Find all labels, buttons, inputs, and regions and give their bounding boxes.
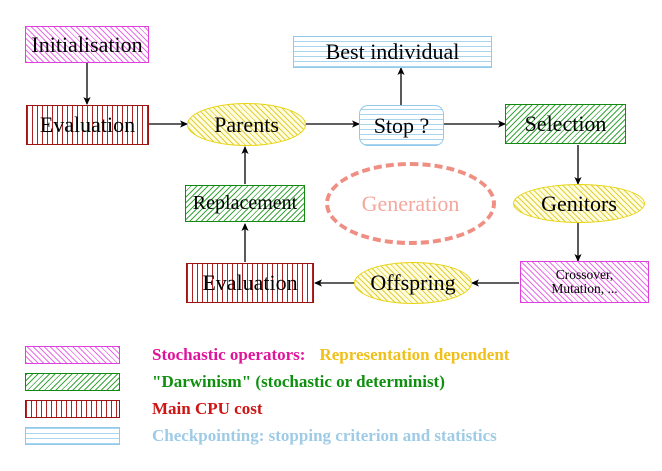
node-evaluation-top-label: Evaluation — [39, 112, 136, 138]
node-parents[interactable]: Parents — [187, 103, 306, 146]
node-stop[interactable]: Stop ? — [359, 105, 444, 146]
node-genitors[interactable]: Genitors — [513, 184, 645, 223]
legend-label-stochastic-operators: Stochastic operators: — [152, 345, 306, 364]
legend-swatch-red-vertical-lines-icon — [25, 400, 120, 418]
legend-row-stochastic-operators: Stochastic operators: Representation dep… — [25, 345, 509, 365]
node-offspring-label: Offspring — [370, 270, 456, 296]
node-crossover-mutation[interactable]: Crossover, Mutation, ... — [520, 261, 649, 303]
node-generation-group: Generation — [325, 162, 496, 245]
node-selection-label: Selection — [524, 111, 607, 137]
node-evaluation-bottom-label: Evaluation — [202, 270, 298, 296]
node-replacement[interactable]: Replacement — [185, 185, 305, 222]
node-initialisation[interactable]: Initialisation — [25, 26, 149, 63]
legend-label-checkpointing: Checkpointing: stopping criterion and st… — [152, 426, 497, 445]
node-generation-label: Generation — [361, 190, 460, 216]
node-crossover-line2: Mutation, ... — [551, 281, 618, 296]
legend-label-darwinism: "Darwinism" (stochastic or determinist) — [152, 372, 445, 391]
legend-swatch-blue-horizontal-lines-icon — [25, 427, 120, 445]
node-replacement-label: Replacement — [192, 192, 298, 214]
legend-label-representation-dependent: Representation dependent — [319, 345, 510, 364]
node-parents-label: Parents — [214, 111, 279, 137]
legend-swatch-magenta-diagonal-hatch-icon — [25, 346, 120, 364]
legend-row-main-cpu-cost: Main CPU cost — [25, 399, 262, 419]
legend-row-checkpointing: Checkpointing: stopping criterion and st… — [25, 426, 497, 446]
node-crossover-line1: Crossover, — [555, 266, 614, 282]
node-evaluation-top[interactable]: Evaluation — [26, 105, 149, 145]
node-selection[interactable]: Selection — [505, 104, 626, 144]
node-best-individual[interactable]: Best individual — [293, 36, 492, 68]
node-genitors-label: Genitors — [541, 190, 617, 216]
node-evaluation-bottom[interactable]: Evaluation — [186, 263, 314, 303]
legend-row-darwinism: "Darwinism" (stochastic or determinist) — [25, 372, 445, 392]
legend-swatch-green-diagonal-hatch-icon — [25, 373, 120, 391]
legend-label-main-cpu-cost: Main CPU cost — [152, 399, 263, 418]
node-initialisation-label: Initialisation — [31, 31, 143, 57]
node-best-individual-label: Best individual — [325, 39, 460, 65]
node-offspring[interactable]: Offspring — [354, 262, 472, 304]
node-stop-label: Stop ? — [373, 112, 430, 138]
